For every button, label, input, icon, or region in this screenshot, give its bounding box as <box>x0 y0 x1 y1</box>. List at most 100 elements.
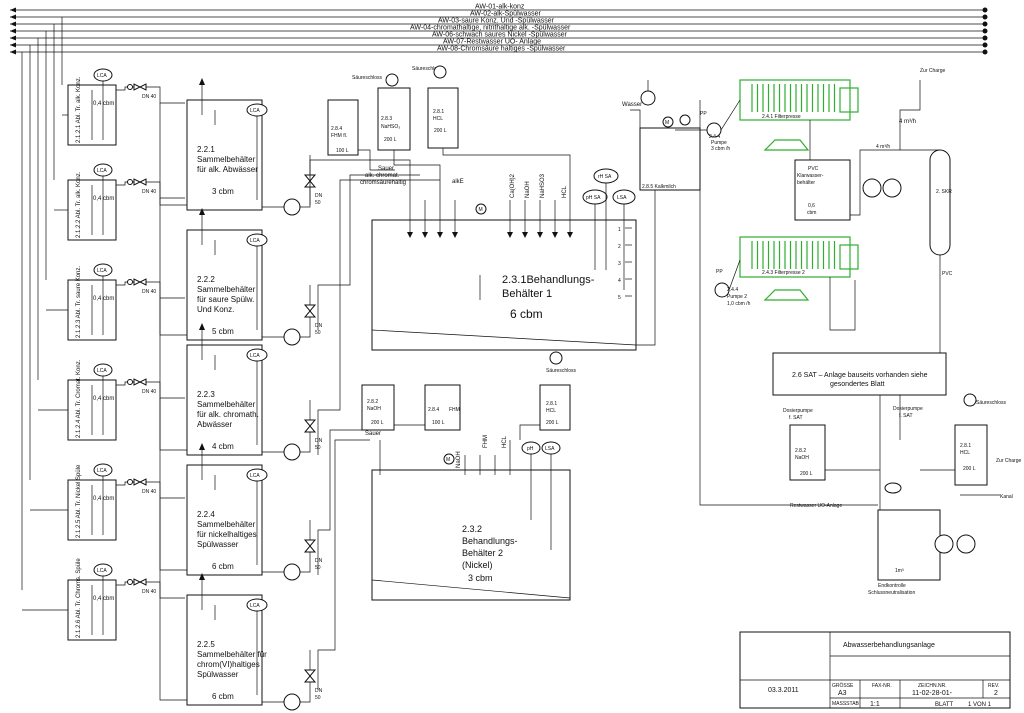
svg-text:ZEICHN.NR.: ZEICHN.NR. <box>918 683 947 689</box>
svg-text:2.8.4: 2.8.4 <box>331 126 342 132</box>
svg-text:PP: PP <box>700 111 707 117</box>
svg-text:2.6 SAT – Anlage bauseits vorh: 2.6 SAT – Anlage bauseits vorhanden sieh… <box>792 372 928 379</box>
svg-text:LCA: LCA <box>97 568 107 574</box>
svg-text:HCL: HCL <box>502 435 508 448</box>
collection-tank-desc: Spülwasser <box>197 540 239 549</box>
wasser-label: Wasser <box>622 102 642 108</box>
svg-text:1: 1 <box>618 227 621 233</box>
svg-text:LCA: LCA <box>97 168 107 174</box>
small-tank-volume: 0,4 cbm <box>93 196 114 202</box>
svg-text:FHM fl.: FHM fl. <box>331 133 347 139</box>
svg-text:FAX-NR.: FAX-NR. <box>872 683 892 689</box>
svg-text:200 L: 200 L <box>371 420 384 426</box>
lime-milk-tank: 2.8.5 Kalkmilch M Wasser <box>622 80 701 191</box>
svg-text:NaHSO₃: NaHSO₃ <box>381 124 400 130</box>
klarwasser-tank: PVC Klarwasser- behälter 0,6 cbm 4 m³/h … <box>794 68 946 221</box>
svg-text:2.4.4: 2.4.4 <box>727 287 738 293</box>
collection-tank-desc: für nickelhaltiges <box>197 530 257 539</box>
svg-text:11-02-28-01-: 11-02-28-01- <box>912 690 953 697</box>
header-line-label: AW-04-chromathaltige, nitrithaltige alk.… <box>410 25 571 32</box>
svg-text:1:1: 1:1 <box>870 701 880 708</box>
chem-caoh2: Ca(OH)2 <box>510 173 516 198</box>
treatment1-volume: 6 cbm <box>510 307 543 321</box>
svg-text:2.4.1 Filterpresse: 2.4.1 Filterpresse <box>762 114 801 120</box>
small-tank-volume: 0,4 cbm <box>93 596 114 602</box>
svg-text:PP: PP <box>716 269 723 275</box>
sensor-ph: pH SA <box>586 195 601 201</box>
svg-text:A3: A3 <box>838 690 847 697</box>
inlet-alk: alkE <box>452 179 464 185</box>
svg-text:2.8.3: 2.8.3 <box>381 116 392 122</box>
svg-text:M: M <box>665 120 669 126</box>
inlet-alk-chromat: alk. chromat. <box>365 173 400 179</box>
svg-text:100 L: 100 L <box>432 420 445 426</box>
svg-text:LCA: LCA <box>250 238 260 244</box>
svg-text:Pumpe: Pumpe <box>711 140 727 146</box>
collection-tank-number: 2.2.3 <box>197 390 215 399</box>
svg-text:LCA: LCA <box>250 473 260 479</box>
svg-text:LCA: LCA <box>250 353 260 359</box>
svg-text:100 L: 100 L <box>336 148 349 154</box>
svg-text:DN: DN <box>315 688 323 694</box>
filterpress-1: 2.4.1 Filterpresse PP 2.4.4 Pumpe 3 cbm … <box>675 79 859 160</box>
svg-text:PVC: PVC <box>808 166 819 172</box>
svg-text:Dosierpumpe: Dosierpumpe <box>783 408 813 414</box>
svg-text:2.4.4: 2.4.4 <box>709 134 720 140</box>
sat-dosing-group: Dosierpumpe f. SAT 2.8.2 NaOH 200 L Dosi… <box>783 393 1022 500</box>
treatment1-title-1: 2.3.1Behandlungs- <box>502 274 595 286</box>
drawing-title: Abwasserbehandlungsanlage <box>843 642 935 649</box>
svg-text:200 L: 200 L <box>963 466 976 472</box>
collection-tank-desc: für alk. Abwässer <box>197 165 258 174</box>
header-line-label: AW-08-Chromsäure haltiges -Spülwasser <box>437 46 566 53</box>
title-block: Abwasserbehandlungsanlage 03.3.2011 GRÖS… <box>739 631 1011 709</box>
collection-tank-desc: Sammelbehälter <box>197 520 256 529</box>
collection-tank-volume: 3 cbm <box>212 187 234 196</box>
svg-text:DN 40: DN 40 <box>142 289 156 295</box>
collection-tank-number: 2.2.4 <box>197 510 215 519</box>
collection-tank-number: 2.2.5 <box>197 640 215 649</box>
svg-text:Zur Charge: Zur Charge <box>996 458 1022 464</box>
collection-tank-desc: Sammelbehälter <box>197 400 256 409</box>
svg-text:DN 40: DN 40 <box>142 389 156 395</box>
header-line-label: AW-03-saure Konz. Und -Spülwasser <box>438 18 555 25</box>
svg-text:Klarwasser-: Klarwasser- <box>797 173 824 179</box>
collection-tank-desc: Und Konz. <box>197 305 234 314</box>
chem-naoh: NaOH <box>525 181 531 198</box>
small-tank-volume: 0,4 cbm <box>93 296 114 302</box>
collection-tank-desc: Abwässer <box>197 420 232 429</box>
svg-text:LSA: LSA <box>545 446 555 452</box>
small-tank-volume: 0,4 cbm <box>93 396 114 402</box>
svg-text:3 cbm: 3 cbm <box>468 573 493 583</box>
svg-text:pH: pH <box>527 446 534 452</box>
collection-tank-desc: für alk. chromath. <box>197 410 259 419</box>
svg-text:3 cbm /h: 3 cbm /h <box>711 146 730 152</box>
svg-text:2. SKR: 2. SKR <box>936 189 952 195</box>
saeureschloss-label-1: Säureschloss <box>352 75 383 81</box>
collection-tank-number: 2.2.2 <box>197 275 215 284</box>
small-tank-label: 2.1.2.5 Abl. Tr. Nickel Spüle <box>76 464 82 538</box>
svg-text:DN 40: DN 40 <box>142 94 156 100</box>
svg-text:200 L: 200 L <box>384 137 397 143</box>
svg-text:2.8.4: 2.8.4 <box>428 407 439 413</box>
svg-text:(Nickel): (Nickel) <box>462 560 493 570</box>
filterpress-2: 2.4.3 Filterpresse 2 PP 2.4.4 Pumpe 2 1,… <box>714 236 859 331</box>
svg-text:Behandlungs-: Behandlungs- <box>462 536 518 546</box>
svg-text:Kanal: Kanal <box>1000 494 1013 500</box>
svg-text:DN: DN <box>315 438 323 444</box>
svg-text:50: 50 <box>315 695 321 701</box>
svg-text:2.8.2: 2.8.2 <box>367 399 378 405</box>
header-line: AW-01-alk-konz <box>10 4 988 13</box>
small-tank-volume: 0,4 cbm <box>93 101 114 107</box>
svg-text:DN 40: DN 40 <box>142 489 156 495</box>
svg-text:Endkontrolle: Endkontrolle <box>878 583 906 589</box>
small-tank-volume: 0,4 cbm <box>93 496 114 502</box>
dosing-top-group: 2.8.4 FHM fl. 100 L 2.8.3 NaHSO₃ 200 L 2… <box>327 65 571 200</box>
svg-text:Sauer: Sauer <box>365 431 381 437</box>
svg-text:BLATT: BLATT <box>935 702 954 708</box>
